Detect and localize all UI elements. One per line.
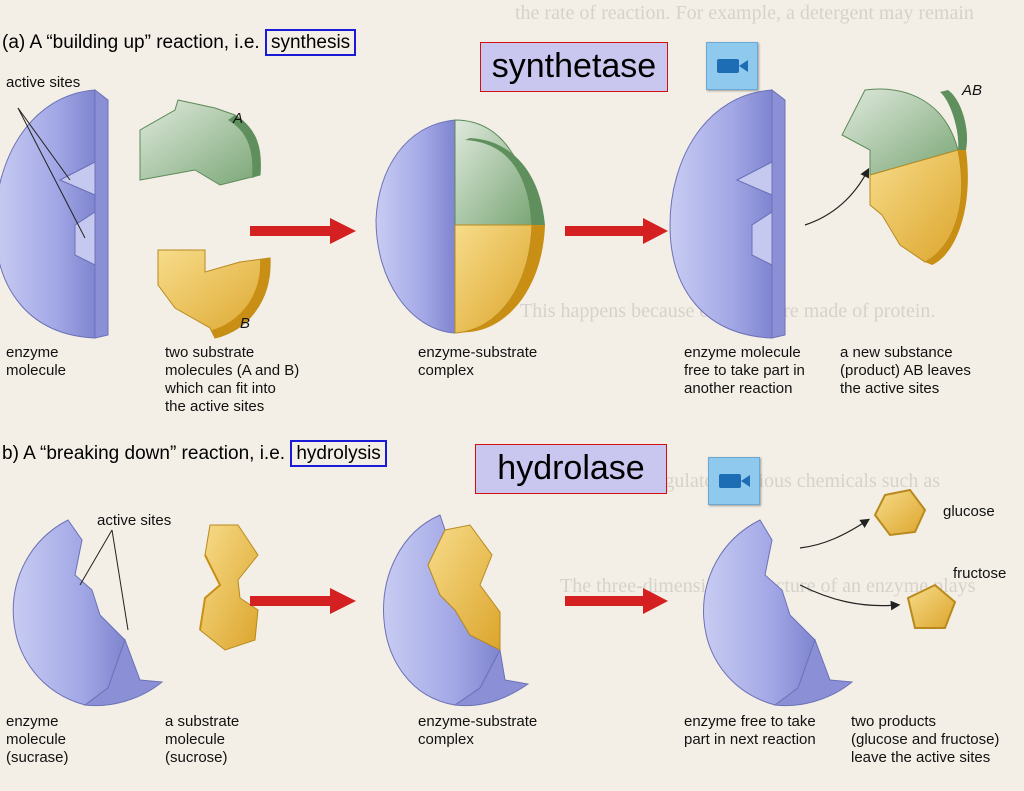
substrate-b	[157, 249, 271, 339]
video-camera-icon[interactable]	[708, 457, 760, 505]
reaction-arrow-a2	[565, 218, 668, 244]
heading-b-boxed-term: hydrolysis	[290, 440, 387, 467]
product-fructose	[906, 583, 957, 629]
reaction-arrow-b2	[565, 588, 668, 614]
product-ab	[841, 88, 968, 265]
caption-enzyme-sucrase: enzyme molecule (sucrase)	[6, 713, 69, 766]
caption-two-substrates: two substrate molecules (A and B) which …	[165, 344, 300, 415]
heading-b: b) A “breaking down” reaction, i.e. hydr…	[2, 440, 387, 467]
caption-product-ab: a new substance (product) AB leaves the …	[840, 344, 971, 397]
caption-complex-b: enzyme-substrate complex	[418, 713, 538, 748]
heading-a: (a) A “building up” reaction, i.e. synth…	[2, 29, 357, 56]
reaction-arrow-b1	[250, 588, 356, 614]
heading-b-text: b) A “breaking down” reaction, i.e.	[2, 443, 286, 464]
product-glucose	[873, 488, 927, 537]
reaction-arrow-a1	[250, 218, 356, 244]
video-camera-icon[interactable]	[706, 42, 758, 90]
product-leaving-arrow-fructose	[799, 584, 901, 611]
label-substrate-a: A	[233, 110, 244, 127]
label-product-ab: AB	[962, 82, 983, 99]
title-synthetase: synthetase	[480, 42, 668, 92]
product-leaving-arrow-glucose	[799, 518, 871, 549]
caption-enzyme-free-a: enzyme molecule free to take part in ano…	[684, 344, 805, 397]
enzyme-sucrase	[12, 519, 164, 707]
enzyme-substrate-complex-a	[375, 119, 545, 334]
heading-a-boxed-term: synthesis	[264, 29, 357, 56]
caption-enzyme-molecule: enzyme molecule	[6, 344, 67, 379]
enzyme-free-b	[703, 519, 854, 707]
caption-two-products: two products (glucose and fructose) leav…	[851, 713, 1000, 766]
substrate-a	[139, 99, 261, 186]
caption-substrate-sucrose: a substrate molecule (sucrose)	[165, 713, 240, 766]
label-glucose: glucose	[943, 503, 995, 520]
label-active-sites-b: active sites	[97, 512, 172, 529]
label-fructose: fructose	[953, 565, 1007, 582]
substrate-sucrose	[199, 524, 259, 651]
product-leaving-arrow-a	[804, 167, 870, 226]
heading-a-text: (a) A “building up” reaction, i.e.	[2, 32, 260, 53]
enzyme-molecule-a	[0, 88, 109, 339]
enzyme-substrate-complex-b	[383, 514, 530, 707]
title-hydrolase: hydrolase	[475, 444, 667, 494]
label-substrate-b: B	[240, 315, 251, 332]
enzyme-free-a	[669, 88, 786, 339]
caption-complex-a: enzyme-substrate complex	[418, 344, 538, 379]
label-active-sites-a: active sites	[6, 74, 81, 91]
caption-enzyme-free-b: enzyme free to take part in next reactio…	[684, 713, 816, 748]
